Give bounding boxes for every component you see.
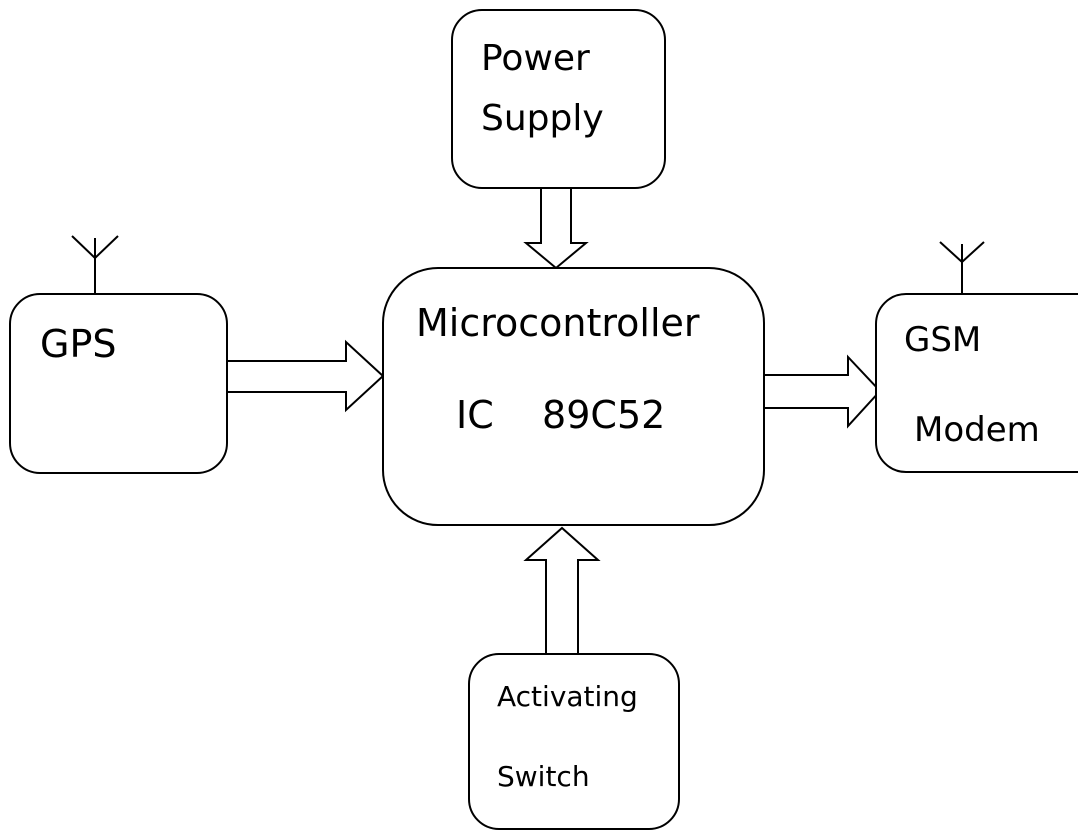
arrow-switch-to-microcontroller [523,526,601,654]
activating-switch-box [468,653,680,830]
microcontroller-block: Microcontroller IC 89C52 [382,267,765,526]
gps-block: GPS [9,293,228,474]
arrow-power-to-microcontroller [523,188,589,270]
microcontroller-ic-label: IC 89C52 [456,393,665,437]
gps-label: GPS [40,322,116,366]
arrow-gps-to-microcontroller [227,339,385,413]
switch-label: Switch [497,760,590,793]
microcontroller-label: Microcontroller [416,301,700,345]
power-supply-label-line2: Supply [481,98,604,139]
gsm-modem-block: GSM Modem [875,293,1078,473]
power-supply-box [451,9,666,189]
gsm-label: GSM [904,320,981,360]
gsm-modem-box [875,293,1078,473]
modem-label: Modem [914,410,1040,450]
power-supply-label-line1: Power [481,38,590,79]
gsm-antenna-icon [939,241,985,297]
power-supply-block: Power Supply [451,9,666,189]
gps-box [9,293,228,474]
microcontroller-box [382,267,765,526]
gps-antenna-icon [71,235,119,294]
activating-label: Activating [497,680,638,713]
arrow-microcontroller-to-gsm [764,354,882,429]
activating-switch-block: Activating Switch [468,653,680,830]
